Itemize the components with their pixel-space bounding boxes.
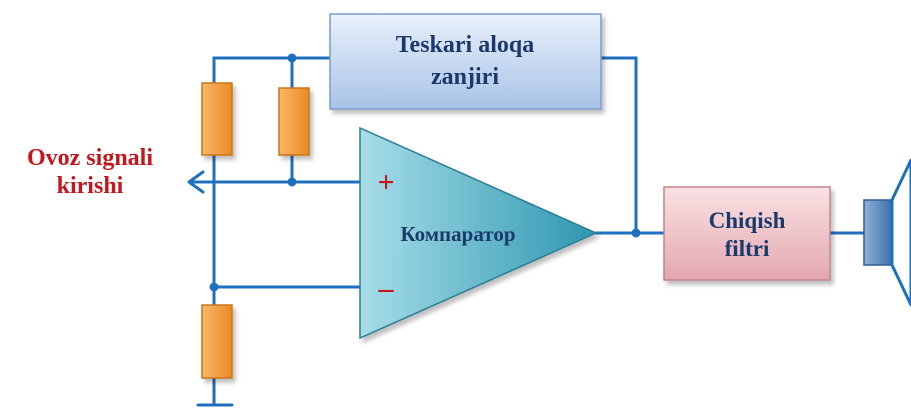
filter-label-line1: Chiqish — [709, 208, 786, 233]
minus-sign: – — [378, 272, 395, 305]
junctions — [209, 53, 641, 292]
comparator-label: Компаратор — [400, 222, 515, 246]
comparator: + – Компаратор — [359, 126, 598, 340]
plus-sign: + — [377, 166, 394, 199]
filter-label-line2: filtri — [725, 236, 770, 261]
input-label: Ovoz signali kirishi — [27, 145, 153, 199]
resistors — [201, 82, 310, 379]
output-filter-block: Chiqish filtri — [663, 186, 831, 281]
wire-feedback-out — [599, 56, 638, 235]
wires — [188, 56, 866, 407]
junction-minus — [209, 282, 219, 292]
input-label-line1: Ovoz signali — [27, 145, 153, 171]
resistor-3 — [201, 304, 233, 379]
input-label-line2: kirishi — [57, 173, 124, 199]
junction-plus — [287, 177, 297, 187]
feedback-label-line2: zanjiri — [431, 64, 499, 90]
wire-top-left — [212, 56, 332, 85]
resistor-1 — [201, 82, 233, 156]
speaker-icon — [863, 158, 911, 307]
junction-top — [287, 53, 297, 63]
feedback-block: Teskari aloqa zanjiri — [329, 13, 602, 110]
input-arrow-icon — [187, 170, 205, 194]
junction-output — [631, 228, 641, 238]
feedback-label-line1: Teskari aloqa — [396, 32, 534, 58]
resistor-2 — [278, 87, 310, 156]
